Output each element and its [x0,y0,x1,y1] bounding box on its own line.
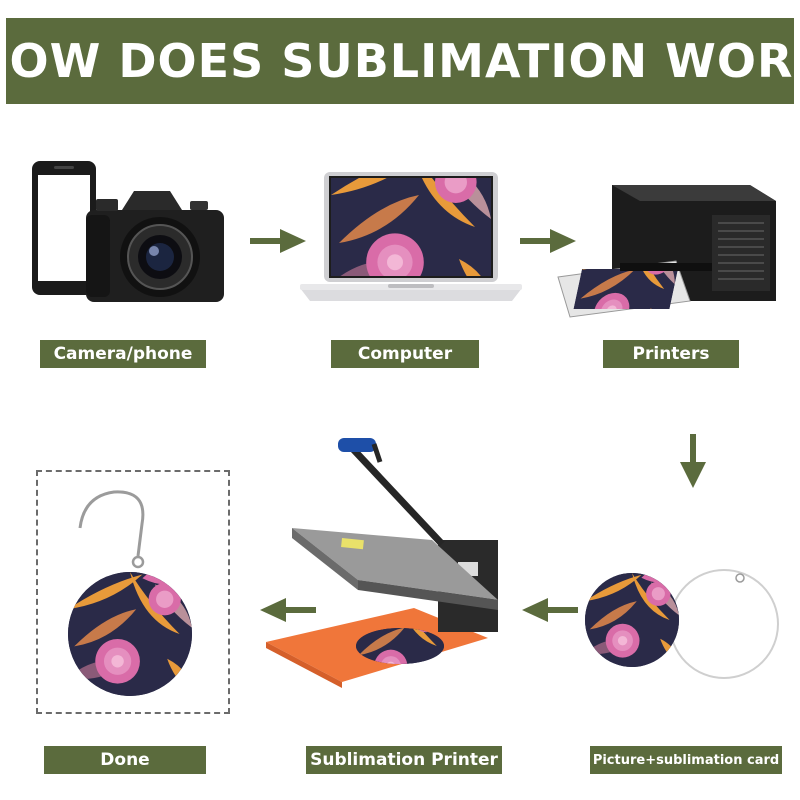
arrow-icon [250,229,306,253]
laptop-icon [300,172,522,301]
printer-icon [557,185,776,318]
step-label-computer: Computer [331,340,479,368]
page-title: HOW DOES SUBLIMATION WORK [0,34,800,88]
earring-icon [68,490,192,696]
sublimation-card-icon [669,569,779,679]
arrow-icon [260,598,316,622]
camera-icon [86,191,224,302]
done-frame [36,470,230,714]
arrow-icon [680,434,706,488]
camera-phone-illustration [32,161,224,302]
smartphone-icon [32,161,96,295]
step-label-printers: Printers [603,340,739,368]
step-label-press: Sublimation Printer [306,746,502,774]
arrow-icon [520,229,576,253]
step-label-camera: Camera/phone [40,340,206,368]
step-label-done: Done [44,746,206,774]
arrow-icon [522,598,578,622]
step-label-card: Picture+sublimation card [590,746,782,774]
heat-press-icon [266,438,498,688]
picture-and-card-illustration [585,569,779,679]
printed-picture-icon [585,573,679,667]
title-banner: HOW DOES SUBLIMATION WORK [0,18,800,104]
